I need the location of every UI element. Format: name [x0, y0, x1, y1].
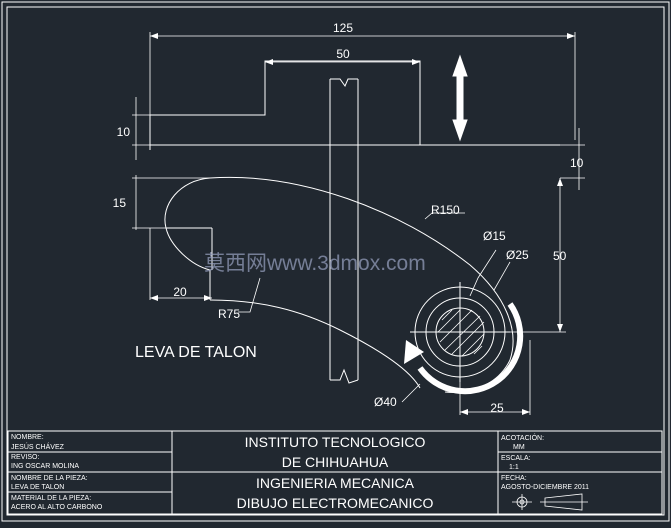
dimension-texts: 125 50 10 10 15 50 20 25 R150 R75 Ø15 Ø2…: [113, 21, 584, 415]
institute-line2: DE CHIHUAHUA: [282, 454, 389, 470]
dim-dia-medium: Ø25: [506, 248, 529, 262]
dim-right-height: 50: [553, 249, 567, 263]
dim-dia-large: Ø40: [374, 395, 397, 409]
title-block: [7, 430, 663, 515]
course-line2: DIBUJO ELECTROMECANICO: [237, 495, 434, 511]
pieza-label: NOMBRE DE LA PIEZA:: [11, 475, 88, 482]
shaft-break-view: [329, 78, 359, 384]
dim-left-height: 15: [113, 196, 127, 210]
reviso-label: REVISO:: [11, 454, 39, 461]
top-view: [149, 60, 560, 150]
pieza-value: LEVA DE TALON: [11, 484, 64, 491]
escala-label: ESCALA:: [501, 455, 531, 462]
nombre-value: JESÚS CHÁVEZ: [11, 442, 65, 451]
rotation-arrow: [404, 302, 524, 395]
movement-arrow: [452, 54, 468, 142]
dim-hole-offset: 25: [490, 401, 504, 415]
institute-line1: INSTITUTO TECNOLOGICO: [245, 434, 426, 450]
dim-top-height: 10: [117, 125, 131, 139]
material-label: MATERIAL DE LA PIEZA:: [11, 495, 91, 502]
dim-radius-inner: R75: [218, 307, 240, 321]
dim-left-width: 20: [173, 285, 187, 299]
title-block-left: NOMBRE: JESÚS CHÁVEZ REVISO: ING OSCAR M…: [11, 434, 103, 511]
acotacion-value: MM: [513, 444, 525, 451]
dim-overall-width: 125: [333, 21, 353, 35]
part-title: LEVA DE TALON: [135, 344, 257, 361]
cam-hub: [410, 282, 510, 382]
title-block-right: ACOTACIÓN: MM ESCALA: 1:1 FECHA: AGOSTO-…: [501, 433, 589, 491]
course-line1: INGENIERIA MECANICA: [256, 475, 415, 491]
projection-symbol: [512, 493, 588, 511]
acotacion-label: ACOTACIÓN:: [501, 433, 544, 442]
watermark: 莫西网www.3dmox.com: [204, 252, 426, 275]
dimension-lines: [132, 32, 585, 415]
fecha-value: AGOSTO-DICIEMBRE 2011: [501, 484, 589, 491]
hub-hatch: [437, 309, 485, 357]
title-block-center: INSTITUTO TECNOLOGICO DE CHIHUAHUA INGEN…: [237, 434, 434, 511]
nombre-label: NOMBRE:: [11, 434, 44, 441]
material-value: ACERO AL ALTO CARBONO: [11, 504, 103, 511]
dim-right-gap: 10: [570, 156, 584, 170]
dim-radius-outer: R150: [431, 203, 460, 217]
escala-value: 1:1: [509, 464, 519, 471]
dimension-arrowheads: [150, 33, 575, 415]
dim-slot-width: 50: [336, 47, 350, 61]
fecha-label: FECHA:: [501, 475, 527, 482]
reviso-value: ING OSCAR MOLINA: [11, 463, 79, 470]
dim-dia-small: Ø15: [483, 229, 506, 243]
